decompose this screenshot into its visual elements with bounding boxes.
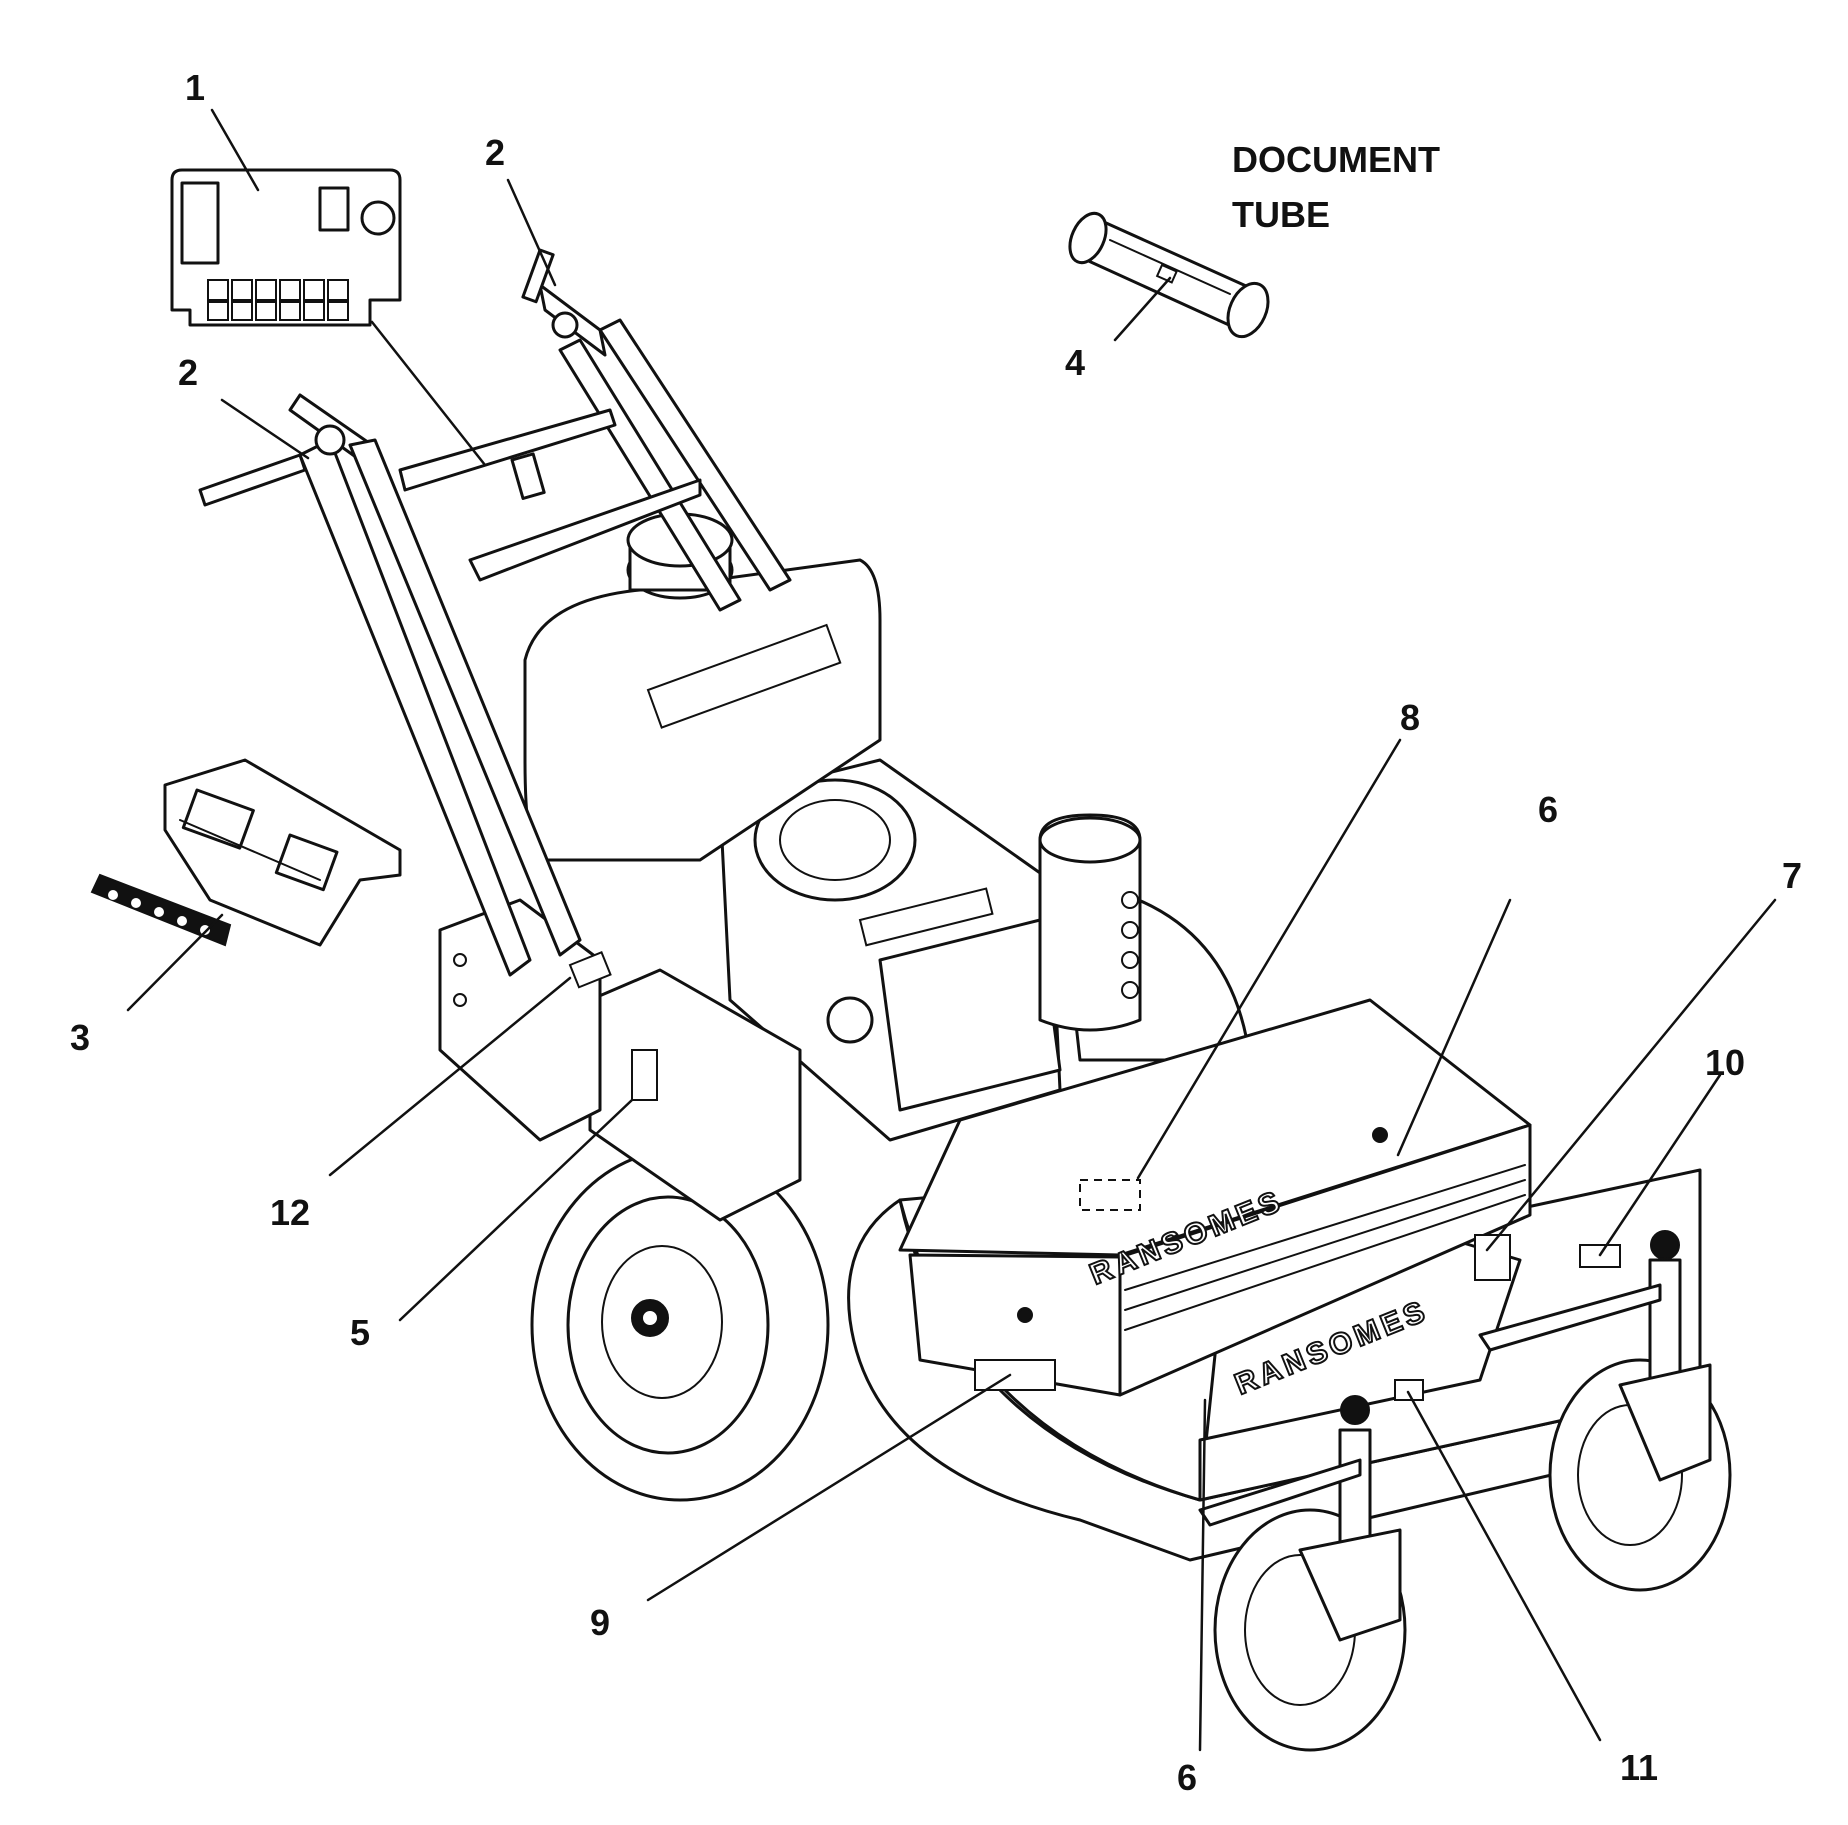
leader-lines — [126, 108, 1777, 1752]
callout-labels: 1 2 2 3 4 5 6 6 7 8 9 10 11 12 — [70, 67, 1802, 1798]
callout-4: 4 — [1065, 342, 1085, 383]
control-panel-decal — [170, 168, 402, 327]
drive-wheel — [530, 1148, 830, 1502]
handlebar-assembly — [198, 248, 792, 977]
document-tube-heading: DOCUMENT TUBE — [1232, 139, 1440, 235]
callout-10: 10 — [1705, 1042, 1745, 1083]
document-tube-heading-line-2: TUBE — [1232, 194, 1330, 235]
callout-2-left: 2 — [178, 352, 198, 393]
callout-5: 5 — [350, 1312, 370, 1353]
height-of-cut-plate — [163, 758, 402, 947]
callout-3: 3 — [70, 1017, 90, 1058]
height-of-cut-scale — [90, 873, 232, 947]
callout-2-right: 2 — [485, 132, 505, 173]
callout-6-bottom: 6 — [1177, 1757, 1197, 1798]
document-tube-heading-line-1: DOCUMENT — [1232, 139, 1440, 180]
document-tube — [1068, 211, 1270, 339]
callout-6-top: 6 — [1538, 789, 1558, 830]
callout-12: 12 — [270, 1192, 310, 1233]
caster-wheel-right — [1548, 1230, 1732, 1592]
callout-1: 1 — [185, 67, 205, 108]
caster-wheel-front — [1213, 1395, 1407, 1752]
engine — [718, 758, 1062, 1142]
callout-11: 11 — [1620, 1747, 1658, 1788]
callout-9: 9 — [590, 1602, 610, 1643]
callout-8: 8 — [1400, 697, 1420, 738]
caster-arms — [1198, 1283, 1662, 1527]
hydraulic-reservoir — [1038, 813, 1142, 1032]
callout-7: 7 — [1782, 855, 1802, 896]
